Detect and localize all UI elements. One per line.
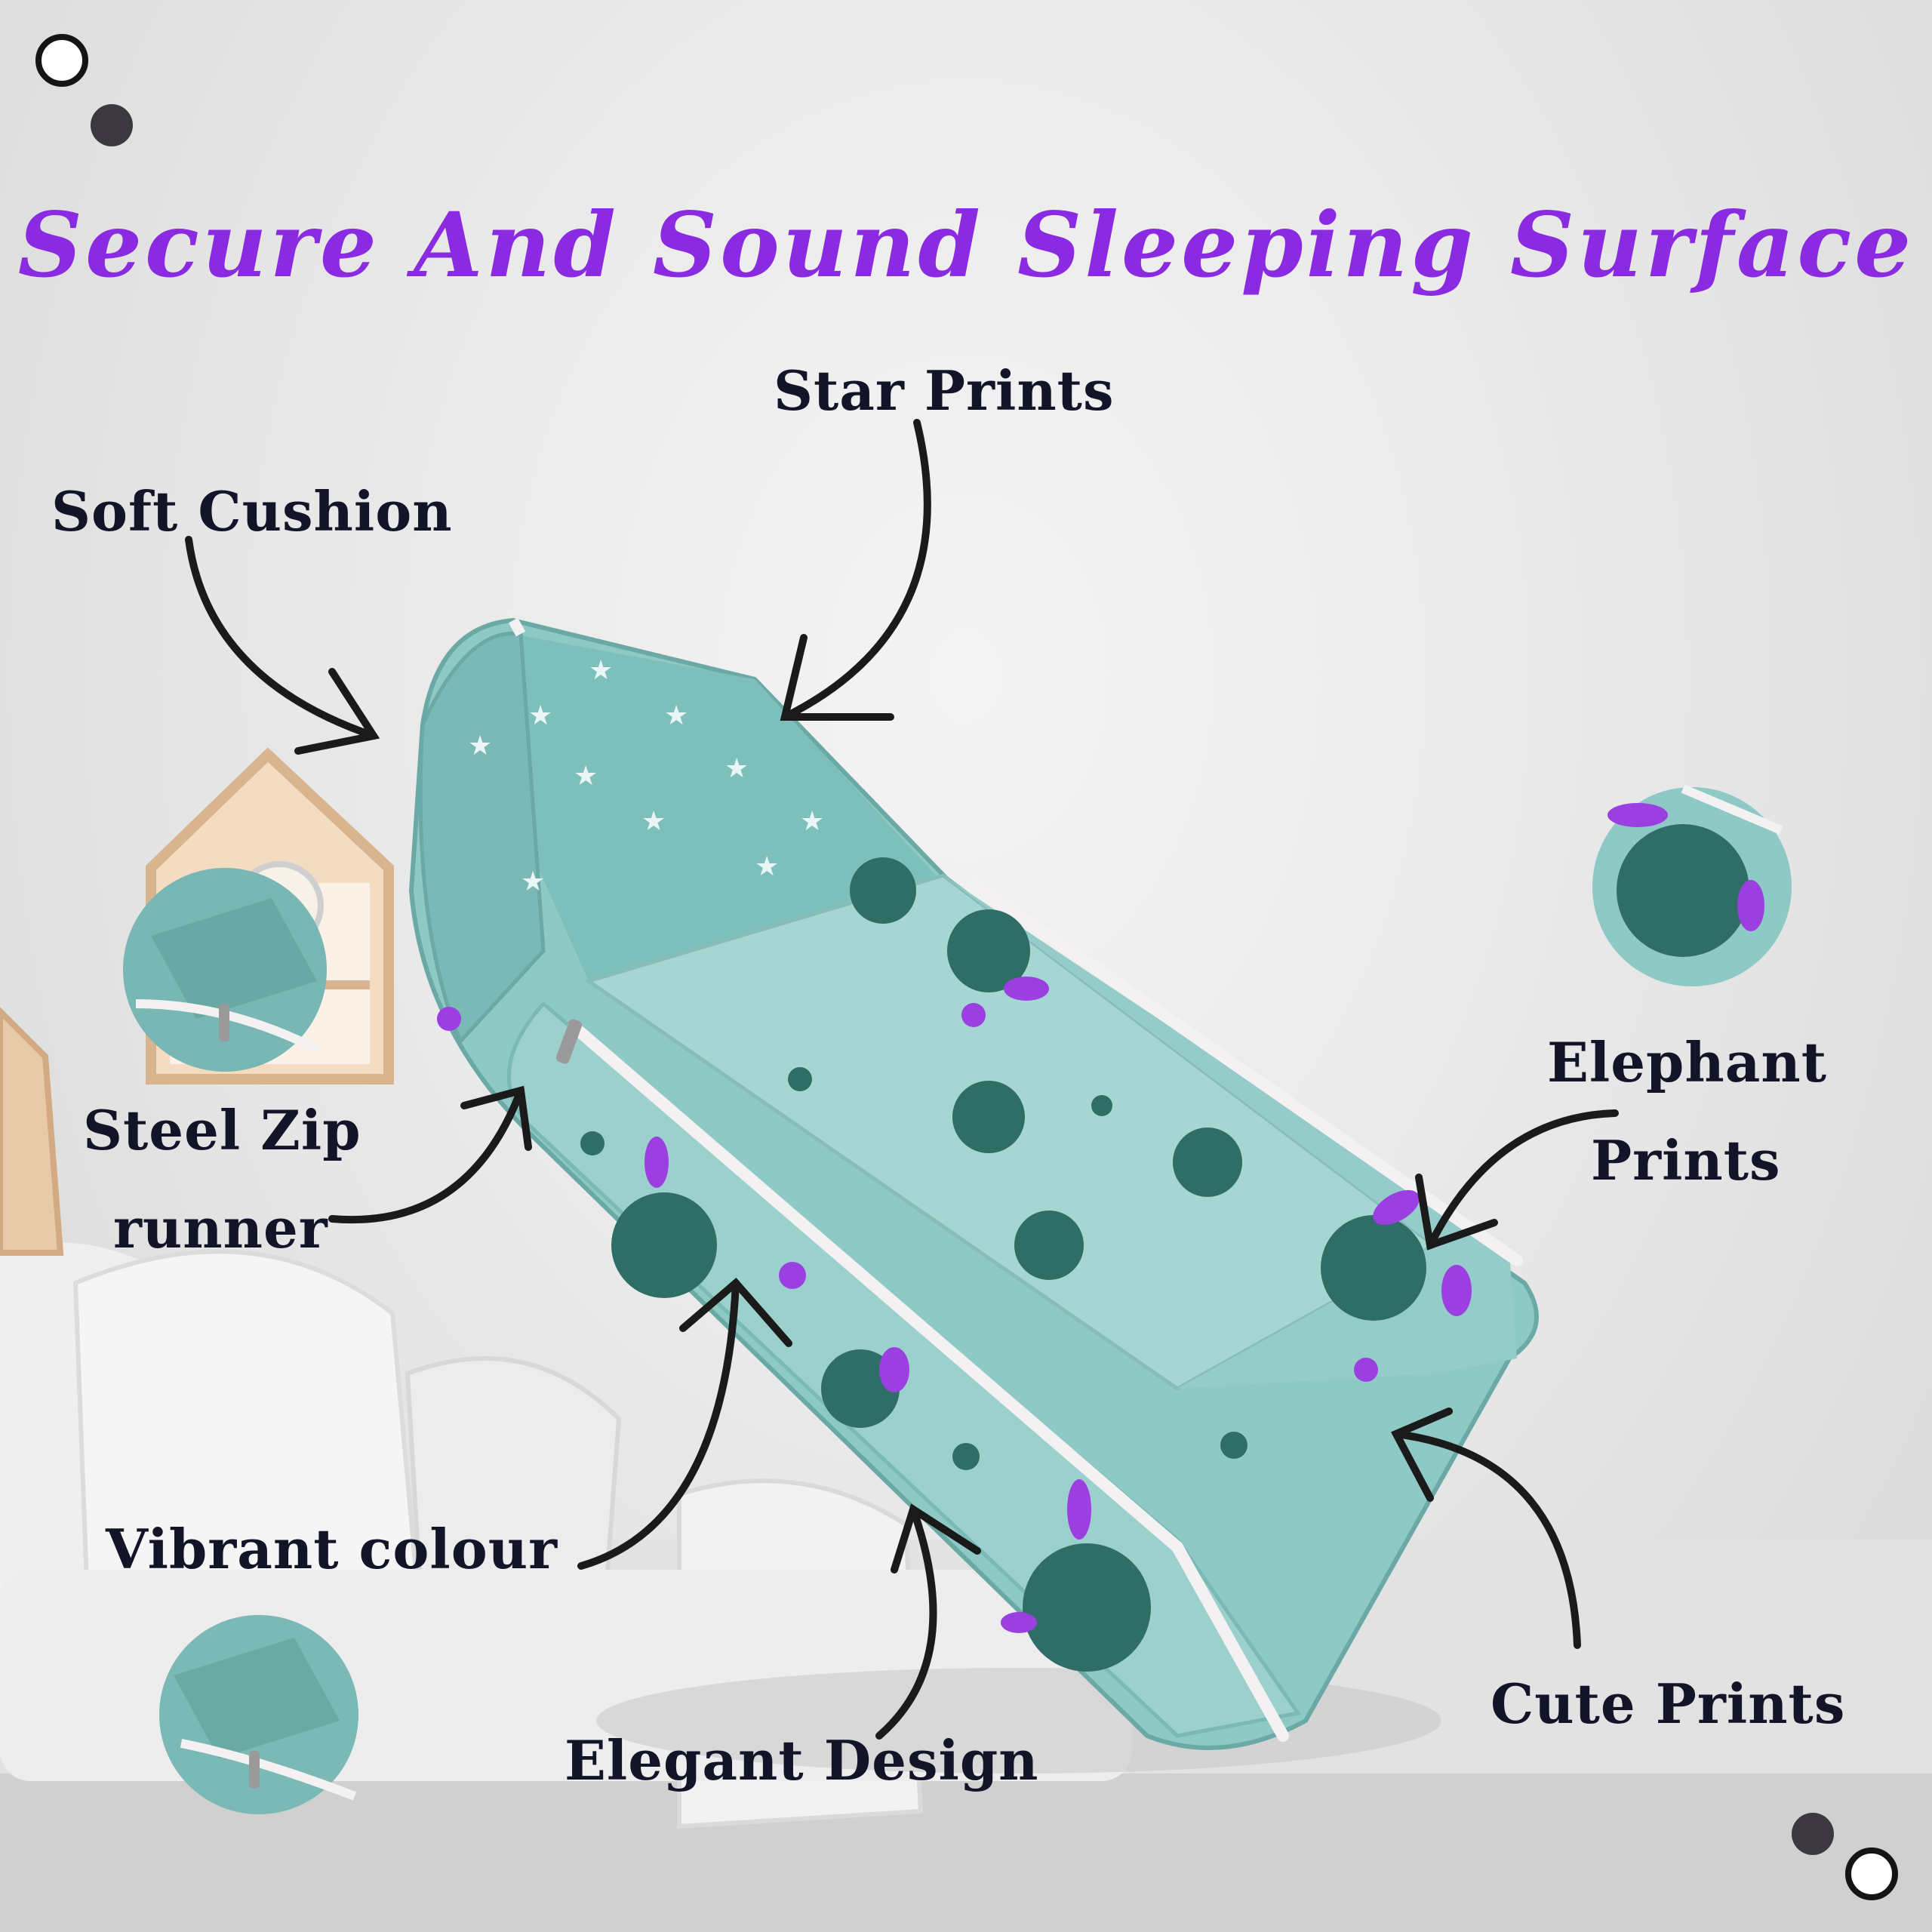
page-title: Secure And Sound Sleeping Surface — [17, 192, 1915, 297]
svg-text:★: ★ — [641, 806, 666, 837]
label-steel-zip-line2: runner — [113, 1196, 328, 1260]
label-star-prints: Star Prints — [774, 358, 1115, 423]
ring-dot-icon — [35, 34, 88, 87]
detail-circle-zip-bottom — [159, 1615, 358, 1814]
label-vibrant-colour: Vibrant colour — [106, 1517, 558, 1581]
filled-dot-icon — [91, 104, 133, 146]
annotation-arrow-icon — [185, 419, 1619, 1740]
svg-text:★: ★ — [528, 700, 552, 731]
detail-circle-zip-top — [123, 868, 327, 1072]
svg-text:★: ★ — [589, 655, 613, 686]
svg-text:★: ★ — [574, 761, 598, 792]
detail-circle-elephant — [1592, 784, 1792, 986]
svg-text:★: ★ — [664, 700, 688, 731]
label-elephant-line1: Elephant — [1547, 1030, 1827, 1094]
svg-text:★: ★ — [521, 866, 545, 897]
label-cute-prints: Cute Prints — [1491, 1672, 1846, 1736]
label-elephant-line2: Prints — [1591, 1128, 1781, 1192]
label-steel-zip-line1: Steel Zip — [83, 1098, 361, 1162]
svg-text:★: ★ — [755, 851, 779, 882]
filled-dot-icon — [1792, 1813, 1834, 1855]
label-elegant-design: Elegant Design — [565, 1728, 1039, 1792]
label-soft-cushion: Soft Cushion — [51, 479, 453, 543]
svg-text:★: ★ — [800, 806, 824, 837]
ring-dot-icon — [1845, 1847, 1898, 1900]
svg-text:★: ★ — [468, 731, 492, 761]
house-shelf-left — [0, 1007, 64, 1256]
svg-text:★: ★ — [724, 753, 749, 784]
pillow-small — [405, 1356, 622, 1633]
baby-sleeping-bag: ★ ★ ★ ★ ★ ★ ★ ★ ★ ★ — [408, 617, 1539, 1750]
